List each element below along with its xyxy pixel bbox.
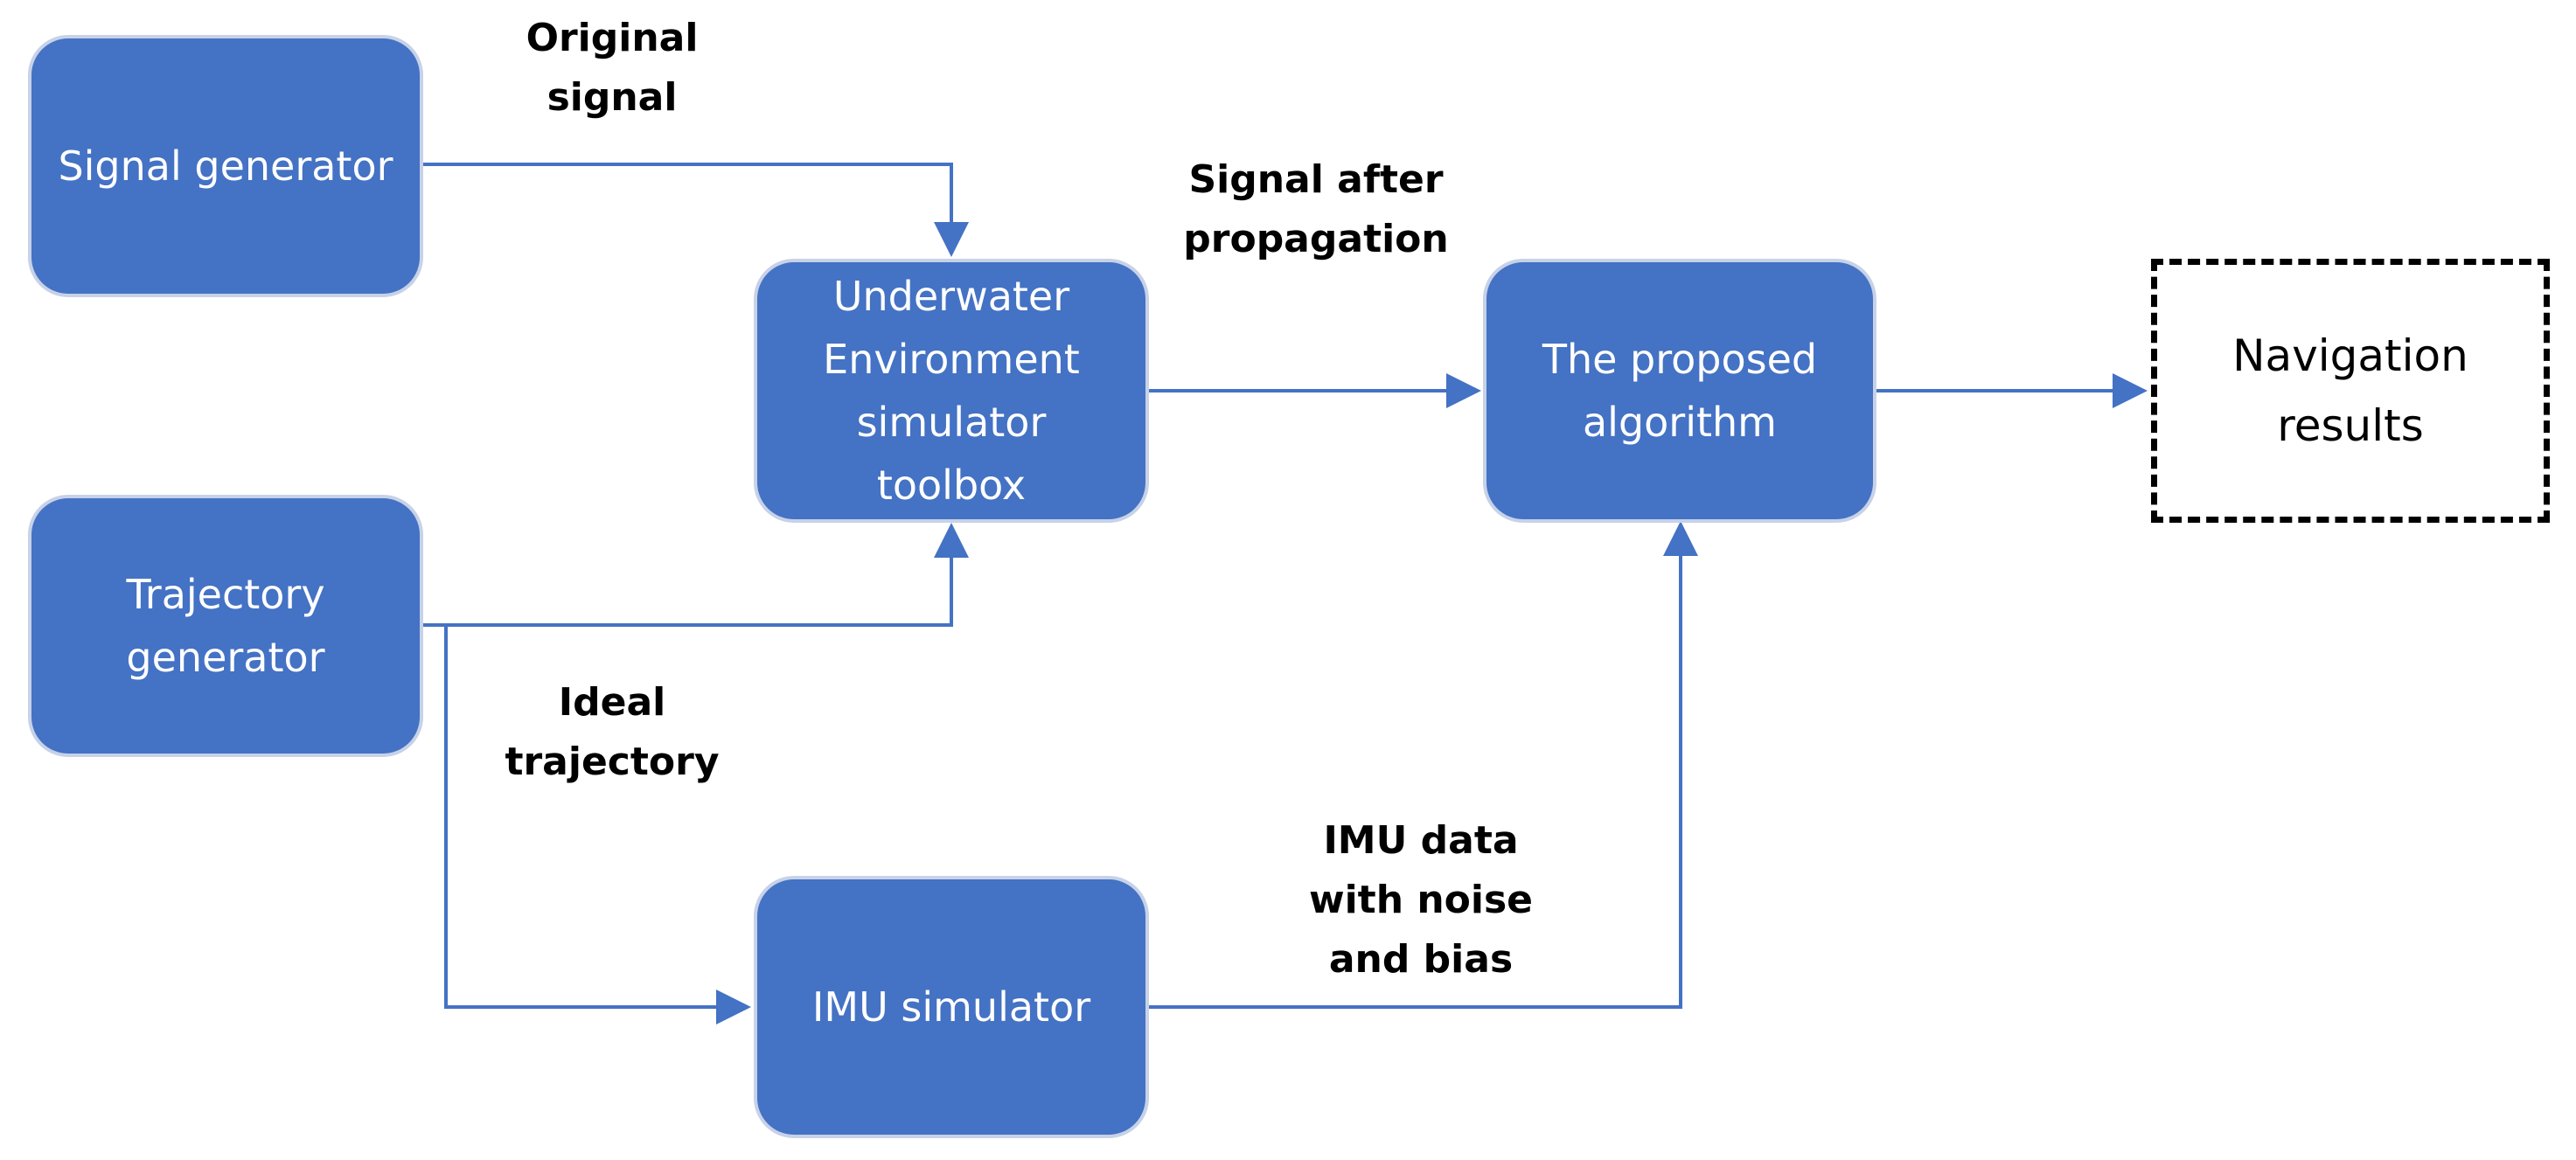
trajectory-generator-node[interactable]: Trajectory generator xyxy=(28,495,423,757)
proposed-algorithm-label: The proposed algorithm xyxy=(1542,336,1818,446)
imu-simulator-node[interactable]: IMU simulator xyxy=(754,876,1149,1138)
arrow-trajectory-to-imu xyxy=(444,625,751,1025)
trajectory-generator-label: Trajectory generator xyxy=(126,571,325,681)
navigation-results-node[interactable]: Navigation results xyxy=(2151,259,2550,523)
imu-data-label: IMU data with noise and bias xyxy=(1308,818,1534,982)
navigation-results-label: Navigation results xyxy=(2232,330,2468,451)
signal-generator-node[interactable]: Signal generator xyxy=(28,35,423,297)
signal-after-propagation-label: Signal after propagation xyxy=(1183,157,1449,261)
arrow-signal-to-simulator xyxy=(423,163,969,257)
underwater-simulator-node[interactable]: Underwater Environment simulator toolbox xyxy=(754,259,1149,523)
proposed-algorithm-node[interactable]: The proposed algorithm xyxy=(1483,259,1876,523)
signal-generator-label: Signal generator xyxy=(58,142,393,190)
arrow-trajectory-to-simulator xyxy=(423,523,969,627)
original-signal-label: Original signal xyxy=(526,16,699,120)
imu-simulator-label: IMU simulator xyxy=(811,983,1091,1031)
ideal-trajectory-label: Ideal trajectory xyxy=(505,680,720,784)
arrow-imu-to-algorithm xyxy=(1149,521,1698,1009)
underwater-simulator-label: Underwater Environment simulator toolbox xyxy=(823,273,1080,509)
